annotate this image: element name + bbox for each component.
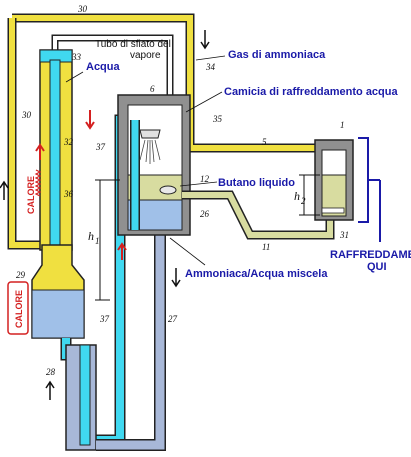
heat-upper-label: CALORE (26, 176, 36, 214)
steam-vent-label-line1: Tubo di sfiato del (95, 39, 171, 50)
part-37-upper: 37 (95, 142, 106, 152)
bottom-reservoir-inner (79, 344, 91, 446)
heat-lower-label: CALORE (14, 290, 24, 328)
part-34: 34 (205, 62, 216, 72)
ammonia-gas-label: Gas di ammoniaca (228, 49, 326, 61)
h2-label: h (294, 189, 300, 203)
heater-coil (34, 169, 42, 197)
arrow-right-down (200, 30, 210, 50)
part-12: 12 (200, 174, 210, 184)
spray-droplets (139, 139, 161, 164)
part-30-left: 30 (21, 110, 32, 120)
part-36: 36 (63, 189, 74, 199)
steam-vent-label-line2: vapore (130, 50, 161, 61)
part-30-top: 30 (77, 4, 88, 14)
part-27: 27 (168, 314, 178, 324)
part-6: 6 (150, 84, 155, 94)
ammonia-water-mix-label: Ammoniaca/Acqua miscela (185, 268, 328, 280)
h2-subscript: 2 (301, 196, 306, 206)
part-1: 1 (340, 120, 345, 130)
butane-line-fill (182, 192, 333, 238)
h1-subscript: 1 (95, 236, 100, 246)
arrow-bottom-up (45, 380, 55, 400)
h1-label: h (88, 229, 94, 243)
arrow-return-down (171, 268, 181, 288)
cooling-bracket (358, 137, 369, 223)
part-11: 11 (262, 242, 270, 252)
part-26: 26 (200, 209, 210, 219)
ammonia-return-pipe-fill (9, 18, 40, 248)
heat-box (7, 281, 29, 335)
flow-arrows (0, 30, 210, 400)
part-5: 5 (262, 137, 267, 147)
cooling-return-pipe (96, 230, 166, 451)
arrow-red-up-left (35, 143, 45, 160)
arrow-red-down-center (85, 110, 95, 130)
part-29: 29 (16, 270, 26, 280)
part-35: 35 (212, 114, 223, 124)
arrow-left-up (0, 180, 9, 200)
level-float (159, 185, 177, 195)
spray-head (139, 129, 161, 139)
condenser-coil (321, 207, 345, 214)
part-33: 33 (71, 52, 82, 62)
part-32: 32 (63, 137, 74, 147)
cooling-here-label-line2: QUI (367, 261, 387, 273)
generator-bulb-liquid (31, 289, 85, 339)
part-31: 31 (339, 230, 349, 240)
part-28: 28 (46, 367, 56, 377)
cooling-here-label-line1: RAFFREDDAMENTO (330, 249, 411, 261)
cooling-jacket-label: Camicia di raffreddamento acqua (224, 86, 398, 98)
liquid-butane-label: Butano liquido (218, 177, 295, 189)
steam-vent-tube-fill (53, 36, 172, 100)
part-37-lower: 37 (99, 314, 110, 324)
water-label: Acqua (86, 61, 121, 73)
leader-lines (65, 55, 226, 266)
cooling-return-pipe-fill (96, 230, 165, 450)
arrow-red-up-center (117, 242, 127, 260)
